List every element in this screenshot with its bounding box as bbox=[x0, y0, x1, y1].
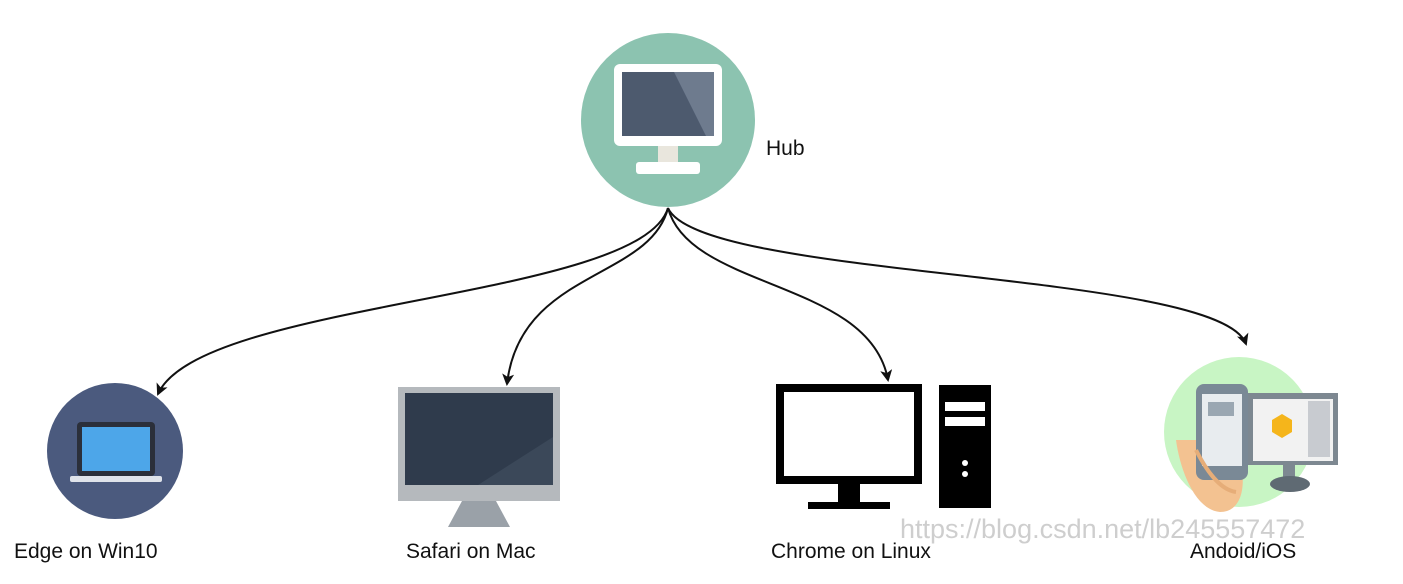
imac-monitor-icon bbox=[398, 387, 560, 527]
hub-node bbox=[581, 33, 755, 207]
edge-label: Edge on Win10 bbox=[14, 540, 158, 563]
mobile-label: Andoid/iOS bbox=[1190, 540, 1297, 563]
edge-hub-to-mobile bbox=[667, 207, 1249, 346]
edges bbox=[156, 207, 1249, 396]
safari-label: Safari on Mac bbox=[406, 540, 536, 563]
laptop-icon bbox=[70, 422, 162, 482]
desktop-tower-icon bbox=[776, 384, 991, 509]
edge-hub-to-safari bbox=[502, 207, 669, 386]
edge-hub-to-edge bbox=[156, 207, 669, 396]
chrome-node bbox=[776, 384, 991, 509]
hub-label: Hub bbox=[766, 137, 805, 160]
safari-node bbox=[398, 387, 560, 527]
desktop-monitor-icon bbox=[614, 64, 722, 174]
edge-hub-to-chrome bbox=[667, 207, 893, 382]
chrome-label: Chrome on Linux bbox=[771, 540, 931, 563]
mobile-node bbox=[1164, 357, 1338, 512]
phone-and-monitor-icon bbox=[1176, 384, 1338, 512]
watermark: https://blog.csdn.net/lb245557472 bbox=[900, 514, 1306, 544]
edge-node bbox=[47, 383, 183, 519]
